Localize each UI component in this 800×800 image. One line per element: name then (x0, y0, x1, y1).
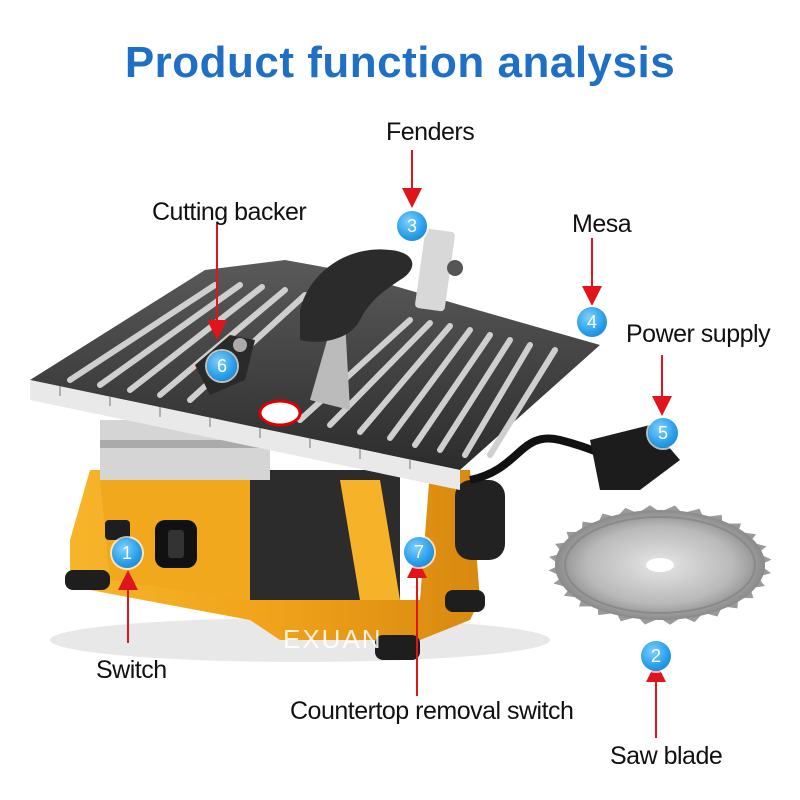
label-fenders: Fenders (386, 118, 475, 146)
badge-4: 4 (577, 307, 607, 337)
power-switch-graphic (155, 520, 197, 568)
label-mesa: Mesa (572, 210, 632, 238)
label-switch: Switch (96, 656, 167, 684)
badge-5: 5 (648, 418, 678, 448)
saw-blade-graphic (548, 505, 772, 625)
badge-3: 3 (397, 211, 427, 241)
badge-7: 7 (404, 537, 434, 567)
page-title: Product function analysis (124, 38, 676, 87)
label-cutting-backer: Cutting backer (152, 198, 307, 226)
label-countertop-removal-switch: Countertop removal switch (290, 697, 574, 725)
side-knob (455, 480, 505, 560)
rubber-feet (65, 520, 485, 660)
callout-arrows (118, 150, 672, 738)
label-power-supply: Power supply (626, 320, 771, 348)
label-saw-blade: Saw blade (610, 742, 723, 770)
badge-1: 1 (112, 538, 142, 568)
badge-6: 6 (207, 351, 237, 381)
brand-watermark: EXUAN (283, 624, 383, 654)
mesa-table (30, 260, 600, 490)
badge-2: 2 (641, 641, 671, 671)
fender-guard (300, 228, 463, 342)
